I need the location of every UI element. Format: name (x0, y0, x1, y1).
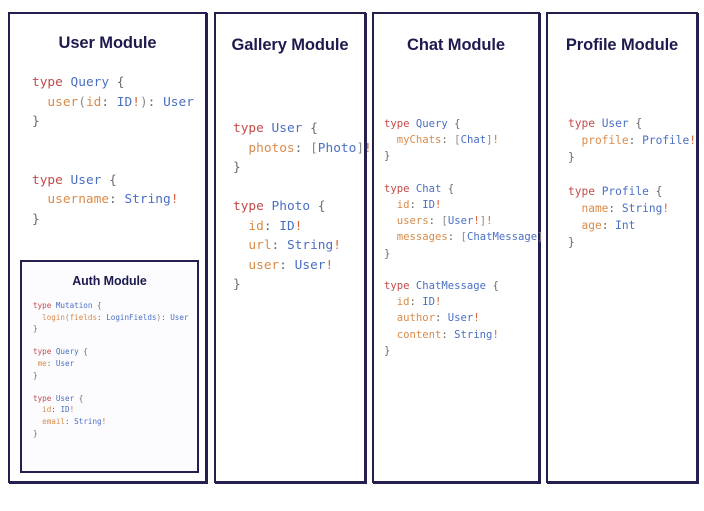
panel-user-module: User Module type Query { user(id: ID!): … (8, 12, 207, 483)
panel-profile-module: Profile Module type User { profile: Prof… (546, 12, 698, 483)
panel-title-chat-module: Chat Module (407, 36, 505, 54)
code-block-chat-module: type Query { myChats: [Chat]! } type Cha… (384, 118, 550, 357)
panel-auth-module: Auth Module type Mutation { login(fields… (20, 260, 199, 473)
panel-title-auth-module: Auth Module (72, 274, 147, 288)
code-block-gallery-module: type User { photos: [Photo]! } type Phot… (233, 121, 372, 292)
panel-chat-module: Chat Module type Query { myChats: [Chat]… (372, 12, 550, 483)
panel-title-gallery-module: Gallery Module (231, 36, 349, 54)
code-block-profile-module: type User { profile: Profile! } type Pro… (568, 117, 697, 249)
panel-title-user-module: User Module (58, 34, 157, 52)
code-block-auth-module: type Mutation { login(fields: LoginField… (33, 301, 189, 438)
panel-gallery-module: Gallery Module type User { photos: [Phot… (214, 12, 372, 483)
code-block-user-module: type Query { user(id: ID!): User } type … (32, 75, 194, 227)
panel-title-profile-module: Profile Module (565, 36, 679, 54)
